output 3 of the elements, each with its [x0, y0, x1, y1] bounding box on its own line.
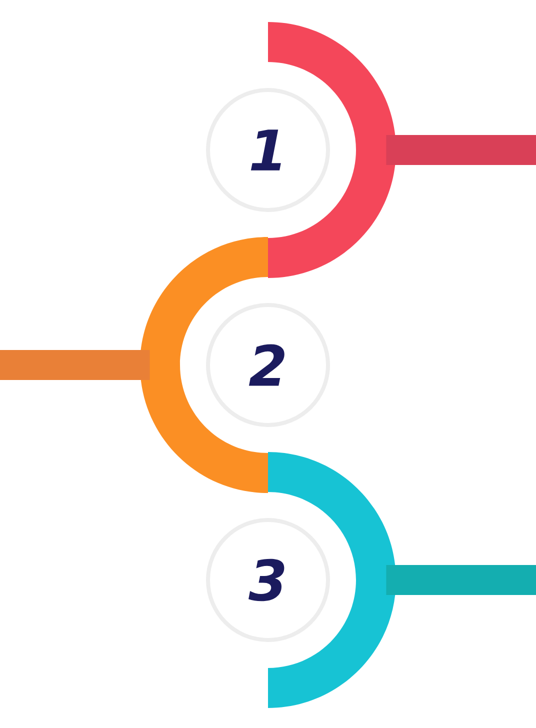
connector-bar: [0, 350, 150, 380]
connector-bar: [386, 565, 536, 595]
connector-bar: [386, 135, 536, 165]
